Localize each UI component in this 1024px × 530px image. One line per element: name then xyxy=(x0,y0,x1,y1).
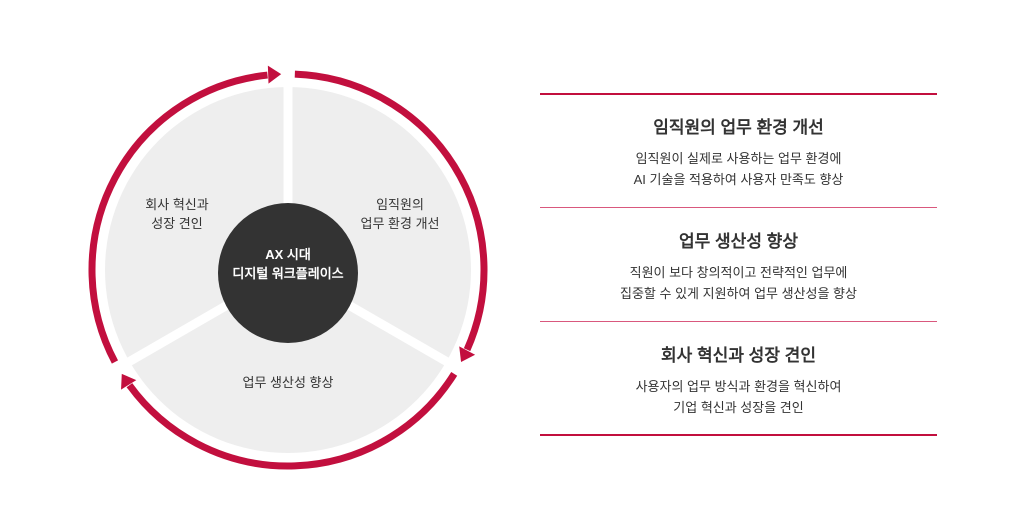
segment-label-productivity: 업무 생산성 향상 xyxy=(218,373,358,392)
item-desc-line: 임직원이 실제로 사용하는 업무 환경에 xyxy=(635,151,842,166)
arrowhead-icon xyxy=(121,373,137,390)
hub-label: AX 시대 디지털 워크플레이스 xyxy=(218,245,358,283)
item-desc-line: 사용자의 업무 방식과 환경을 혁신하여 xyxy=(635,379,842,394)
item-title: 업무 생산성 향상 xyxy=(679,232,798,251)
hub-label-line2: 디지털 워크플레이스 xyxy=(232,266,344,281)
item-desc-line: 기업 혁신과 성장을 견인 xyxy=(673,400,804,415)
item-title: 회사 혁신과 성장 견인 xyxy=(661,346,816,365)
segment-label-line: 임직원의 xyxy=(376,197,424,212)
cycle-arc xyxy=(126,372,458,470)
arrowhead-icon xyxy=(267,65,282,84)
segment-label-line: 업무 생산성 향상 xyxy=(242,375,334,390)
item-title: 임직원의 업무 환경 개선 xyxy=(653,118,824,137)
arrowhead-icon xyxy=(459,346,476,363)
item-desc-line: 직원이 보다 창의적이고 전략적인 업무에 xyxy=(629,265,848,280)
segment-label-line: 성장 견인 xyxy=(151,216,203,231)
cycle-arrows xyxy=(88,65,488,470)
divider-bottom xyxy=(540,434,937,436)
divider xyxy=(540,207,937,208)
segment-label-innovation: 회사 혁신과 성장 견인 xyxy=(107,195,247,233)
item-desc-line: 집중할 수 있게 지원하여 업무 생산성을 향상 xyxy=(620,286,857,301)
hub-label-line1: AX 시대 xyxy=(265,247,311,262)
divider xyxy=(540,321,937,322)
hub-circle xyxy=(218,203,358,343)
item-employee-environment: 임직원의 업무 환경 개선 임직원이 실제로 사용하는 업무 환경에 AI 기술을… xyxy=(540,116,937,190)
segment-label-employee: 임직원의 업무 환경 개선 xyxy=(330,195,470,233)
cycle-arc xyxy=(88,71,268,364)
divider-top xyxy=(540,93,937,95)
segment-label-line: 업무 환경 개선 xyxy=(360,216,440,231)
cycle-arc xyxy=(294,70,488,352)
item-desc-line: AI 기술을 적용하여 사용자 만족도 향상 xyxy=(633,172,844,187)
segment-label-line: 회사 혁신과 xyxy=(145,197,209,212)
